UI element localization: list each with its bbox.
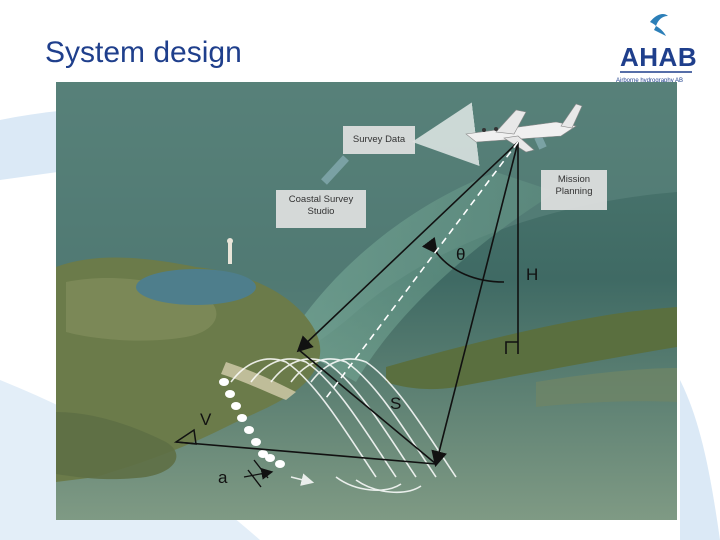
right-land [386, 307, 677, 390]
logo-wordmark: AHAB [620, 42, 698, 72]
callout-survey-data: Survey Data [343, 126, 415, 154]
spacing-marker-1 [247, 469, 262, 488]
right-beam [431, 141, 519, 468]
arrow-from-mission-planning [534, 135, 547, 150]
label-theta: θ [456, 245, 466, 264]
lighthouse [228, 242, 232, 264]
left-beam [296, 141, 519, 353]
bird-icon [650, 14, 668, 36]
arrow-to-coastal-studio [321, 155, 349, 185]
logo-subtitle: Airborne hydrography AB [616, 78, 684, 84]
ground-line [175, 441, 437, 465]
ahab-logo [620, 14, 692, 73]
arrow-to-survey-data [412, 102, 480, 166]
right-angle-marker [505, 341, 518, 354]
footprint-spots [219, 378, 285, 468]
spacing-arrow [243, 467, 274, 480]
callout-mission-planning: Mission Planning [541, 170, 607, 210]
theta-arc [421, 236, 505, 283]
callout-coastal-survey-studio: Coastal Survey Studio [276, 190, 366, 228]
lagoon [136, 269, 256, 305]
geometry-lines [175, 141, 519, 468]
swath-line [298, 349, 437, 465]
aerial-survey-diagram [56, 82, 677, 520]
label-swath: S [390, 394, 402, 413]
label-spacing: a [218, 468, 228, 487]
airplane-icon [465, 103, 583, 153]
label-velocity: V [200, 410, 212, 429]
dashed-nadir-line [325, 141, 519, 399]
velocity-arrow [173, 428, 197, 445]
swath-curves [230, 358, 457, 494]
slide-title: System design [45, 36, 242, 69]
shallow-channel [286, 172, 556, 382]
label-height: H [526, 265, 539, 284]
